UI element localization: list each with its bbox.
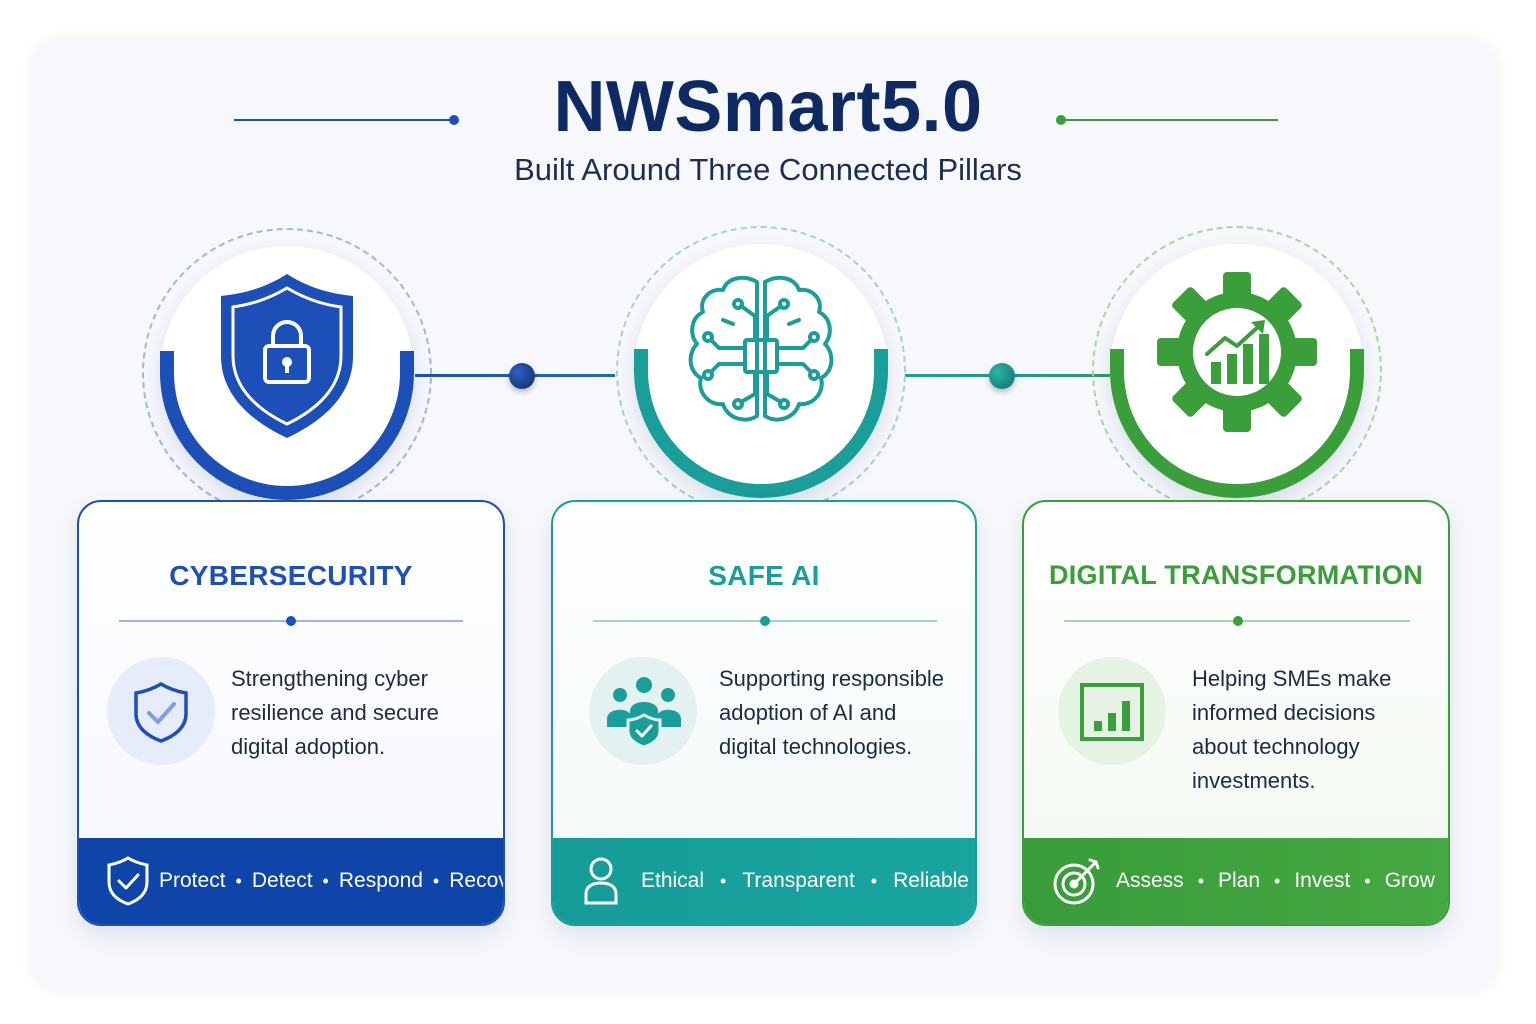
pillar-card: SAFE AI Supporting responsible adoption … bbox=[551, 500, 977, 926]
gear-chart-icon bbox=[1157, 272, 1317, 432]
pillar-footer-keywords: Ethical • Transparent • Reliable bbox=[641, 838, 969, 924]
pillar-description: Strengthening cyber resilience and secur… bbox=[231, 662, 439, 764]
shield-lock-icon bbox=[221, 274, 353, 438]
pillar-divider-dot bbox=[286, 616, 296, 626]
pillar-footer-keywords: Assess • Plan • Invest • Grow bbox=[1116, 838, 1435, 924]
person-icon bbox=[584, 857, 618, 905]
pillar-card: DIGITAL TRANSFORMATION Helping SMEs make… bbox=[1022, 500, 1450, 926]
shield-check-icon bbox=[134, 681, 188, 743]
pillar-small-icon-circle bbox=[589, 657, 697, 765]
pillar-description: Helping SMEs make informed decisions abo… bbox=[1192, 662, 1391, 798]
pillar-title: SAFE AI bbox=[708, 560, 820, 591]
description-line: digital technologies. bbox=[719, 734, 913, 759]
people-shield-icon bbox=[607, 677, 681, 749]
connector-dot-1 bbox=[509, 363, 535, 389]
description-line: informed decisions bbox=[1192, 700, 1376, 725]
target-icon bbox=[1053, 858, 1100, 905]
keyword-separator: • bbox=[235, 870, 242, 891]
keyword-separator: • bbox=[432, 870, 440, 891]
pillar-divider-dot bbox=[760, 616, 770, 626]
description-line: digital adoption. bbox=[231, 734, 386, 759]
keyword: Ethical bbox=[641, 869, 705, 892]
description-line: investments. bbox=[1192, 768, 1316, 793]
connector-dot-2 bbox=[989, 363, 1015, 389]
keyword-separator: • bbox=[870, 870, 878, 891]
pillar-footer: Assess • Plan • Invest • Grow bbox=[1024, 838, 1448, 924]
pillar-title: DIGITAL TRANSFORMATION bbox=[1048, 560, 1424, 590]
keyword: Plan bbox=[1218, 869, 1261, 892]
keyword-separator: • bbox=[1274, 870, 1281, 891]
pillar-small-icon-circle bbox=[107, 657, 215, 765]
keyword: Protect bbox=[159, 869, 226, 892]
header-dot-right bbox=[1056, 115, 1066, 125]
page-subtitle: Built Around Three Connected Pillars bbox=[514, 152, 1022, 187]
keyword-separator: • bbox=[1364, 870, 1371, 891]
keyword: Respond bbox=[338, 869, 423, 892]
description-line: Strengthening cyber bbox=[231, 666, 428, 691]
header-dot-left bbox=[449, 115, 459, 125]
bar-chart-icon bbox=[1080, 683, 1144, 741]
pillar-footer: Protect • Detect • Respond • Recover bbox=[79, 838, 503, 924]
keyword-separator: • bbox=[720, 870, 727, 891]
keyword-separator: • bbox=[1197, 870, 1204, 891]
keyword: Detect bbox=[251, 869, 313, 892]
header-line-right bbox=[1062, 119, 1278, 121]
keyword: Invest bbox=[1294, 869, 1351, 892]
description-line: Supporting responsible bbox=[719, 666, 945, 691]
keyword: Transparent bbox=[742, 869, 855, 892]
keyword: Reliable bbox=[893, 869, 969, 892]
pillar-title: CYBERSECURITY bbox=[169, 560, 413, 591]
keyword: Assess bbox=[1116, 869, 1184, 892]
keyword: Grow bbox=[1384, 869, 1435, 892]
pillar-description: Supporting responsible adoption of AI an… bbox=[719, 662, 944, 764]
header-line-left bbox=[234, 119, 454, 121]
pillar-small-icon-circle bbox=[1058, 657, 1166, 765]
description-line: adoption of AI and bbox=[719, 700, 897, 725]
keyword-separator: • bbox=[322, 870, 329, 891]
brain-circuit-icon bbox=[688, 275, 834, 422]
page-title: NWSmart5.0 bbox=[553, 67, 983, 147]
description-line: about technology bbox=[1192, 734, 1360, 759]
pillar-card: CYBERSECURITY Strengthening cyber resili… bbox=[77, 500, 505, 926]
pillar-footer: Ethical • Transparent • Reliable bbox=[553, 838, 975, 924]
keyword: Recover bbox=[449, 869, 503, 892]
description-line: Helping SMEs make bbox=[1192, 666, 1392, 691]
pillar-divider-dot bbox=[1233, 616, 1243, 626]
description-line: resilience and secure bbox=[231, 700, 439, 725]
pillar-footer-keywords: Protect • Detect • Respond • Recover bbox=[159, 838, 503, 924]
shield-check-icon bbox=[107, 856, 149, 906]
